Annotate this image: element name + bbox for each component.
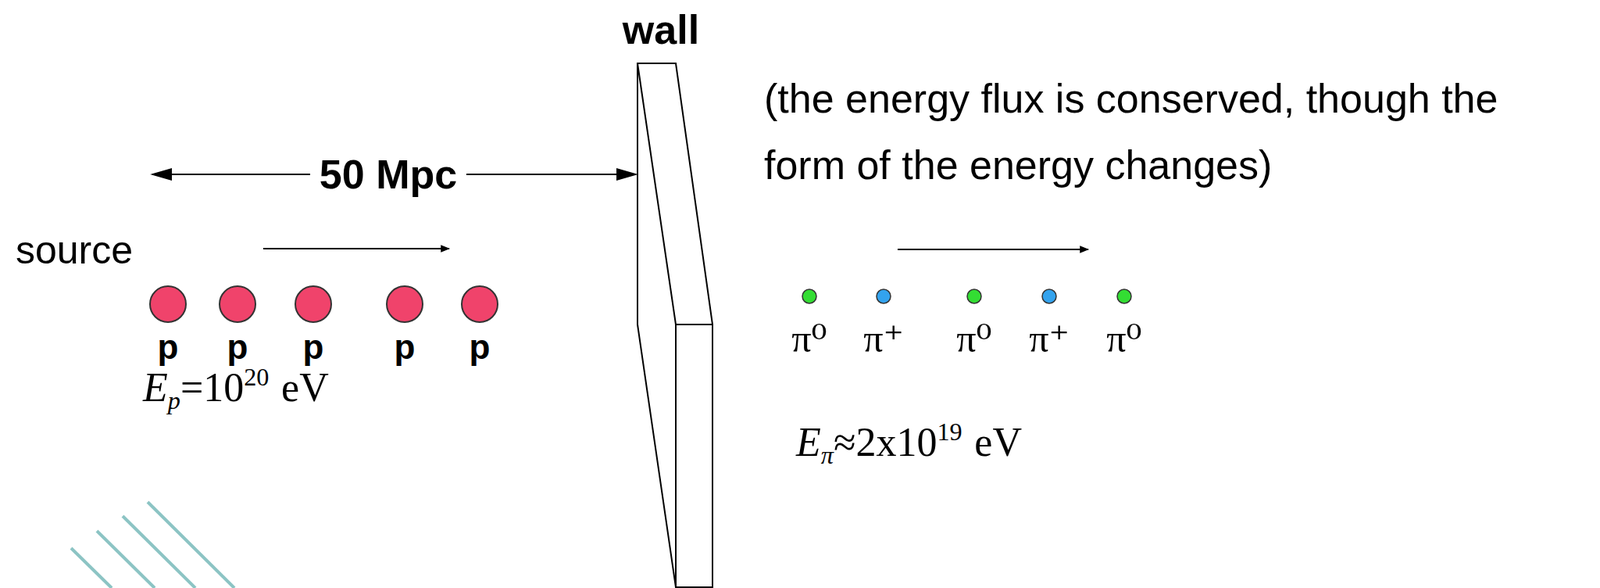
- particle-dot: [293, 284, 333, 324]
- particle-dot: [1040, 287, 1058, 305]
- particle-dot: [460, 284, 500, 324]
- particle-label: π⁰: [778, 318, 841, 358]
- particle-dot: [148, 284, 188, 324]
- formula-part: π: [821, 440, 834, 469]
- particle-label: p: [373, 329, 436, 365]
- proton: p: [448, 284, 511, 365]
- pion: π⁰: [778, 287, 841, 358]
- proton: p: [206, 284, 269, 365]
- particle-dot: [965, 287, 983, 305]
- particle-label: π⁰: [942, 318, 1006, 358]
- formula-part: eV: [281, 364, 329, 410]
- particle-circle: [967, 289, 982, 304]
- proton: p: [282, 284, 345, 365]
- particle-label: p: [136, 329, 200, 365]
- pion: π⁰: [1092, 287, 1156, 358]
- particle-dot: [1115, 287, 1133, 305]
- proton-energy: Ep=1020 eV: [142, 364, 329, 413]
- proton: p: [136, 284, 200, 365]
- particle-circle: [876, 289, 891, 304]
- wall-outline: [606, 9, 716, 588]
- proton: p: [373, 284, 436, 365]
- formula-part: E: [142, 364, 168, 410]
- particle-label: p: [282, 329, 345, 365]
- particle-label: π⁺: [852, 318, 915, 358]
- particle-circle: [461, 285, 498, 322]
- particle-circle: [219, 285, 256, 322]
- pion-energy: Eπ≈2x1019 eV: [796, 418, 1022, 468]
- particle-label: p: [448, 329, 511, 365]
- particle-circle: [386, 285, 423, 322]
- particle-circle: [802, 289, 817, 304]
- wall-slab: wall: [606, 9, 716, 588]
- motion-arrow: [263, 247, 450, 250]
- formula-part: 19: [936, 417, 962, 446]
- particle-dot: [217, 284, 258, 324]
- formula-part: =10: [180, 364, 244, 410]
- particle-dot: [800, 287, 818, 305]
- wall-edge: [675, 324, 677, 587]
- wall-edge: [637, 63, 713, 587]
- particle-circle: [150, 285, 186, 322]
- wall-edge: [637, 63, 713, 325]
- pion: π⁰: [942, 287, 1006, 358]
- pion: π⁺: [852, 287, 915, 358]
- wall-label: wall: [606, 9, 716, 50]
- formula-part: ≈2x10: [833, 419, 938, 465]
- distance-label: 50 Mpc: [310, 153, 467, 195]
- note-text: (the energy flux is conserved, though th…: [764, 65, 1577, 199]
- particle-label: π⁰: [1092, 318, 1156, 358]
- logo-stripes: [71, 501, 235, 588]
- particle-circle: [1042, 289, 1057, 304]
- pion: π⁺: [1017, 287, 1081, 358]
- particle-circle: [295, 285, 332, 322]
- particle-circle: [1117, 289, 1132, 304]
- formula-part: p: [167, 385, 181, 415]
- particle-dot: [875, 287, 893, 305]
- formula-part: E: [796, 419, 822, 465]
- formula-part: 20: [243, 362, 269, 391]
- source-label: source: [15, 230, 133, 270]
- particle-label: p: [206, 329, 269, 365]
- particle-label: π⁺: [1017, 318, 1081, 358]
- motion-arrow: [897, 248, 1089, 250]
- particle-dot: [385, 284, 425, 324]
- formula-part: eV: [974, 419, 1022, 465]
